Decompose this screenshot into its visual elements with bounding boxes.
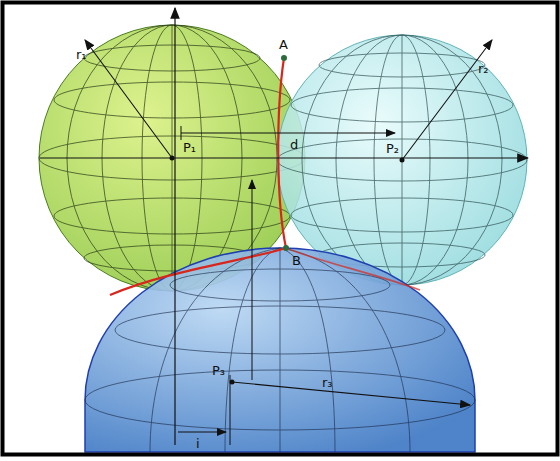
radius-label: r₁ [76, 48, 87, 61]
point-label: B [292, 254, 301, 267]
dimension-label: i [196, 437, 200, 450]
point-label: A [279, 38, 288, 51]
radius-label: r₂ [478, 62, 489, 75]
dimension-label: d [290, 138, 298, 151]
center-label: P₁ [183, 141, 196, 154]
radius-label: r₃ [322, 376, 333, 389]
center-label: P₂ [386, 142, 399, 155]
center-label: P₃ [212, 364, 225, 377]
